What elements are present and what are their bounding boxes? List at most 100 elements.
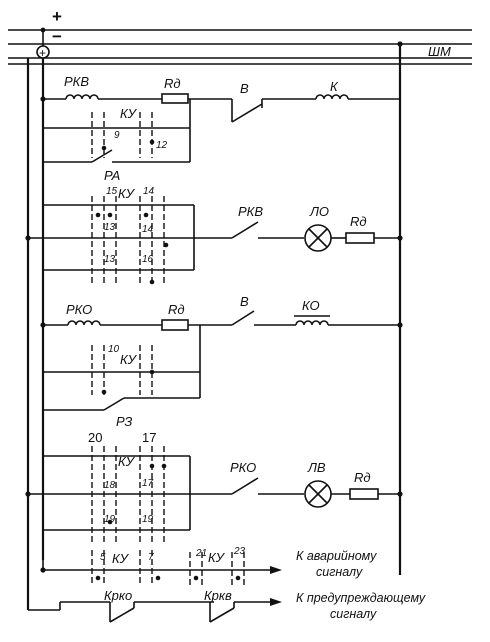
circle-plus-sign: + <box>39 46 46 60</box>
ku-label: КУ <box>208 550 226 565</box>
v-contact <box>231 103 263 123</box>
wire <box>308 228 328 248</box>
num-17: 17 <box>142 430 156 445</box>
num-12: 12 <box>156 140 168 151</box>
v-label: В <box>240 81 249 96</box>
rd-label: Rд <box>354 470 371 485</box>
rkv-coil <box>65 94 99 100</box>
ra-label: РА <box>104 168 120 183</box>
rko-label: РКО <box>230 460 256 475</box>
junction-dot <box>149 369 155 375</box>
krko-contact <box>109 607 135 623</box>
junction-dot <box>161 463 167 469</box>
junction-dot <box>149 139 155 145</box>
junction-dot <box>95 212 101 218</box>
minus-label: − <box>52 27 62 46</box>
rd-resistor <box>345 232 375 244</box>
junction-dot <box>397 41 403 47</box>
ku-label: КУ <box>118 454 136 469</box>
junction-dot <box>143 212 149 218</box>
ko-label: КО <box>302 298 320 313</box>
junction-dot <box>149 463 155 469</box>
num-23: 23 <box>233 546 246 557</box>
ku-label: КУ <box>118 186 136 201</box>
junction-dot <box>155 575 161 581</box>
lv-label: ЛВ <box>307 460 326 475</box>
num-13: 13 <box>104 222 116 233</box>
junction-dot <box>101 145 107 151</box>
krkv-label: Кркв <box>204 588 232 603</box>
num-7: 7 <box>148 552 154 563</box>
junction-dot <box>107 519 113 525</box>
warning-label-line1: К предупреждающему <box>296 591 426 605</box>
arrow-icon <box>270 566 282 574</box>
num-5: 5 <box>100 552 106 563</box>
rko-label: РКО <box>66 302 92 317</box>
rz-label: РЗ <box>116 414 132 429</box>
rko-coil <box>67 320 101 326</box>
plus-label: + <box>52 7 62 26</box>
v-label: В <box>240 294 249 309</box>
rd-label: Rд <box>168 302 185 317</box>
ra-contact <box>91 149 113 163</box>
junction-dot <box>40 27 46 33</box>
rko-contact <box>231 477 259 495</box>
junction-dot <box>163 242 169 248</box>
circuit-row-3: РКО Rд В КО 10 КУ РЗ <box>40 294 403 429</box>
arrow-icon <box>270 598 282 606</box>
k-label: К <box>330 79 339 94</box>
rkv-label: РКВ <box>64 74 89 89</box>
krkv-contact <box>209 607 235 623</box>
rkv-contact <box>231 221 259 239</box>
circuit-row-4: 20 17 КУ 18 17 19 19 РКО ЛВ Rд <box>25 430 403 545</box>
num-15: 15 <box>106 186 118 197</box>
vertical-rails <box>26 27 403 610</box>
circuit-row-5: 5 КУ 7 21 КУ 23 К аварийному сигналу Крк… <box>28 546 426 623</box>
wire <box>308 484 328 504</box>
junction-dot <box>95 575 101 581</box>
circuit-row-1: РКВ Rд В К КУ 9 12 РА <box>40 74 400 183</box>
num-18: 18 <box>104 480 116 491</box>
rd-resistor <box>349 488 379 500</box>
rd-resistor <box>161 93 189 104</box>
supply-buses: + − + ШМ <box>8 7 472 65</box>
junction-dot <box>235 575 241 581</box>
circuit-row-2: 15 КУ 14 13 14 13 16 РКВ ЛО Rд <box>25 186 403 285</box>
num-13: 13 <box>104 254 116 265</box>
num-14: 14 <box>142 224 154 235</box>
lo-label: ЛО <box>309 204 329 219</box>
num-20: 20 <box>88 430 102 445</box>
num-21: 21 <box>195 548 207 559</box>
rkv-label: РКВ <box>238 204 263 219</box>
num-10: 10 <box>108 344 120 355</box>
junction-dot <box>397 491 403 497</box>
num-19: 19 <box>142 514 154 525</box>
alarm-label-line2: сигналу <box>316 565 363 579</box>
junction-dot <box>397 322 403 328</box>
rz-contact <box>103 397 125 411</box>
ko-coil <box>295 320 329 326</box>
num-16: 16 <box>142 254 154 265</box>
num-9: 9 <box>114 130 120 141</box>
junction-dot <box>107 212 113 218</box>
junction-dot <box>149 279 155 285</box>
ku-label: КУ <box>120 106 138 121</box>
ku-label: КУ <box>120 352 138 367</box>
ku-label: КУ <box>112 551 130 566</box>
k-coil <box>315 94 349 100</box>
krko-label: Крко <box>104 588 132 603</box>
rd-label: Rд <box>164 76 181 91</box>
junction-dot <box>101 389 107 395</box>
num-14: 14 <box>143 186 155 197</box>
warning-label-line2: сигналу <box>330 607 377 621</box>
alarm-label-line1: К аварийному <box>296 549 377 563</box>
rd-label: Rд <box>350 214 367 229</box>
junction-dot <box>397 235 403 241</box>
num-17: 17 <box>142 478 154 489</box>
num-19: 19 <box>104 514 116 525</box>
rd-resistor <box>161 319 189 331</box>
shm-label: ШМ <box>428 44 451 59</box>
junction-dot <box>193 575 199 581</box>
v-contact <box>231 310 255 326</box>
